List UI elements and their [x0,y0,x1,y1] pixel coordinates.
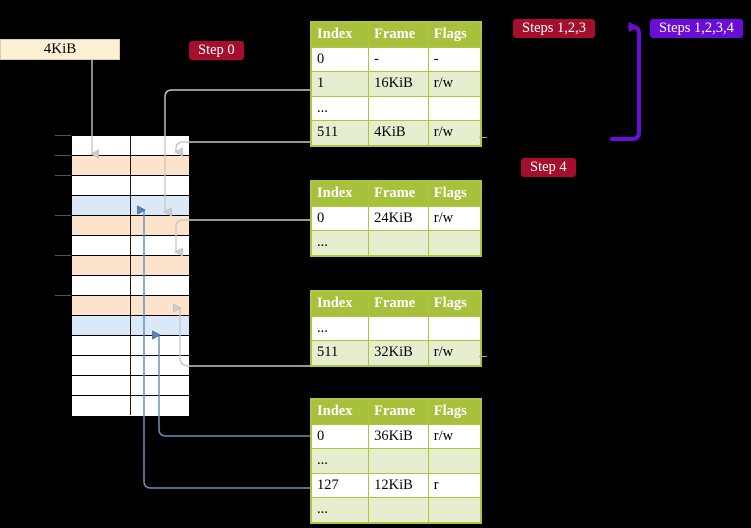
cell-frame [368,497,429,523]
cell-frame [368,448,429,474]
memory-tick-mark [55,215,71,216]
table-row[interactable]: ... [310,230,482,256]
memory-tick-mark [55,175,71,176]
cell-frame: 4KiB [368,120,429,146]
cell-index: ... [310,95,370,121]
cell-index: 511 [310,340,370,366]
table-row[interactable]: ... [310,497,482,523]
column-header-index: Index [310,399,370,425]
column-header-frame: Frame [368,291,429,317]
cell-frame [368,95,429,121]
badge-steps-123: Steps 1,2,3 [513,19,596,38]
cell-frame: 16KiB [368,71,429,97]
cell-index: 0 [310,423,370,449]
cell-flags: r/w [427,340,482,366]
badge-step-4: Step 4 [521,158,576,177]
table-stub-dash-2 [479,356,487,357]
table-stub-dash-1 [479,137,487,138]
cell-frame [368,315,429,341]
badge-step-0: Step 0 [189,41,244,60]
frame-size-text: 4KiB [43,41,77,57]
cell-flags: r/w [427,423,482,449]
column-header-frame: Frame [368,22,429,48]
memory-tick-mark [55,255,71,256]
table-row[interactable]: ... [310,315,482,341]
column-header-frame: Frame [368,181,429,207]
column-header-frame: Frame [368,399,429,425]
cell-index: 1 [310,71,370,97]
cell-flags: r/w [427,205,482,231]
table-row[interactable]: ... [310,95,482,121]
cell-index: ... [310,497,370,523]
cell-frame: 32KiB [368,340,429,366]
cell-flags [427,315,482,341]
cell-flags [427,95,482,121]
table-row[interactable]: 0-- [310,46,482,72]
cell-frame: 12KiB [368,472,429,498]
cell-frame: - [368,46,429,72]
column-header-flags: Flags [427,22,482,48]
badge-steps-1234: Steps 1,2,3,4 [650,19,743,38]
cell-index: 511 [310,120,370,146]
table-row[interactable]: ... [310,448,482,474]
cell-flags: r [427,472,482,498]
cell-index: 0 [310,205,370,231]
memory-tick-mark [55,295,71,296]
cell-frame: 24KiB [368,205,429,231]
cell-flags: r/w [427,71,482,97]
cell-flags [427,230,482,256]
column-header-flags: Flags [427,291,482,317]
cell-index: 0 [310,46,370,72]
cell-index: ... [310,230,370,256]
cell-flags: - [427,46,482,72]
memory-tick-mark [55,135,71,136]
cell-flags: r/w [427,120,482,146]
cell-frame [368,230,429,256]
memory-tick-mark [55,155,71,156]
frame-size-label: 4KiB [0,39,120,60]
cell-flags [427,448,482,474]
cell-index: ... [310,315,370,341]
cell-flags [427,497,482,523]
column-header-index: Index [310,22,370,48]
memory-column-divider [130,135,131,415]
column-header-index: Index [310,291,370,317]
